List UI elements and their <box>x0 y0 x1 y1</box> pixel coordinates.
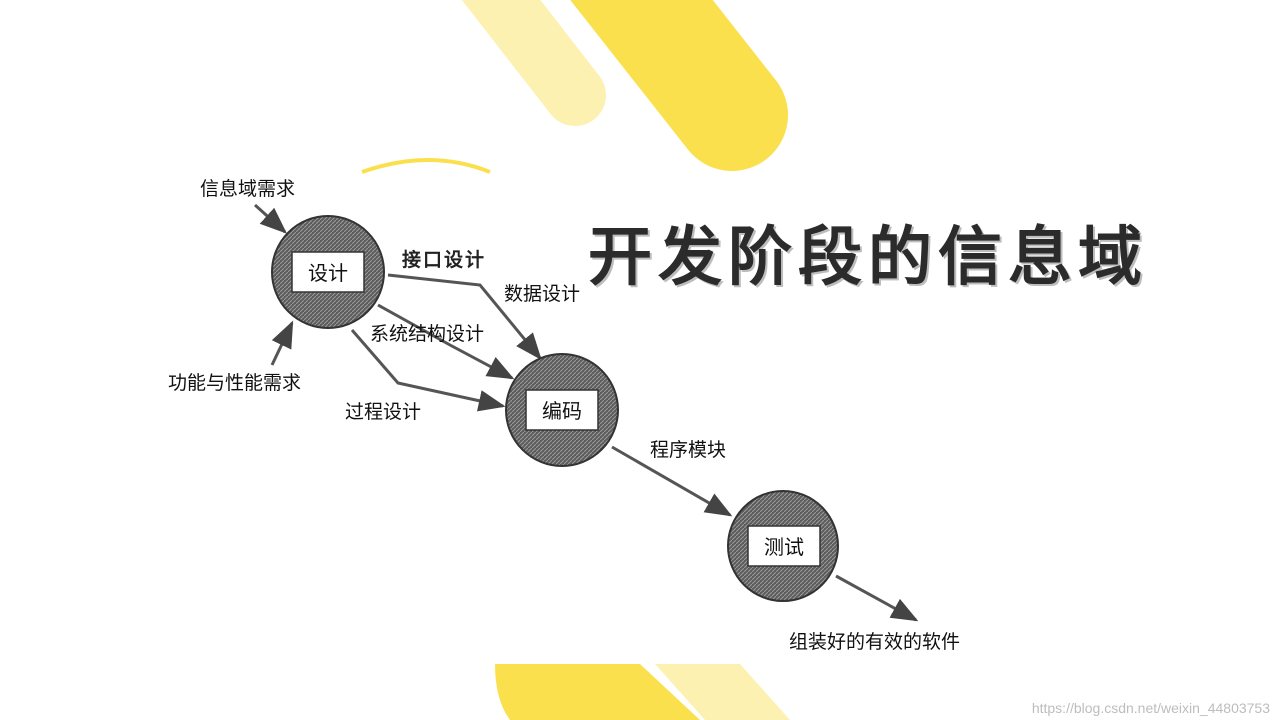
label-program-modules: 程序模块 <box>650 439 726 461</box>
arrow-info-to-design <box>253 203 288 234</box>
node-testing-label: 测试 <box>764 535 804 559</box>
label-func-perf-req: 功能与性能需求 <box>168 372 301 394</box>
arrow-final <box>835 574 919 622</box>
deco-bottom-light <box>655 664 790 720</box>
node-testing: 测试 <box>727 490 839 602</box>
label-interface-design: 接口设计 <box>402 249 486 271</box>
node-coding-label: 编码 <box>542 399 582 423</box>
deco-bottom-strong <box>495 664 700 720</box>
label-final-software: 组装好的有效的软件 <box>789 631 960 653</box>
label-info-domain-req: 信息域需求 <box>200 178 295 200</box>
deco-band-strong <box>570 0 788 171</box>
deco-arc <box>361 158 491 174</box>
label-data-design: 数据设计 <box>504 283 580 305</box>
label-process-design: 过程设计 <box>345 401 421 423</box>
page-title: 开发阶段的信息域 <box>588 221 1148 295</box>
watermark: https://blog.csdn.net/weixin_44803753 <box>1031 700 1270 716</box>
arrow-modules <box>611 445 733 517</box>
node-design-label: 设计 <box>308 261 348 285</box>
arrow-interface-design <box>387 273 542 361</box>
arrow-func-to-design <box>270 320 294 366</box>
deco-band-light <box>461 0 606 126</box>
label-arch-design: 系统结构设计 <box>370 323 484 345</box>
node-design: 设计 <box>271 215 385 329</box>
arrow-process-design <box>350 329 506 412</box>
node-coding: 编码 <box>505 353 619 467</box>
arrow-arch-design <box>377 303 515 380</box>
